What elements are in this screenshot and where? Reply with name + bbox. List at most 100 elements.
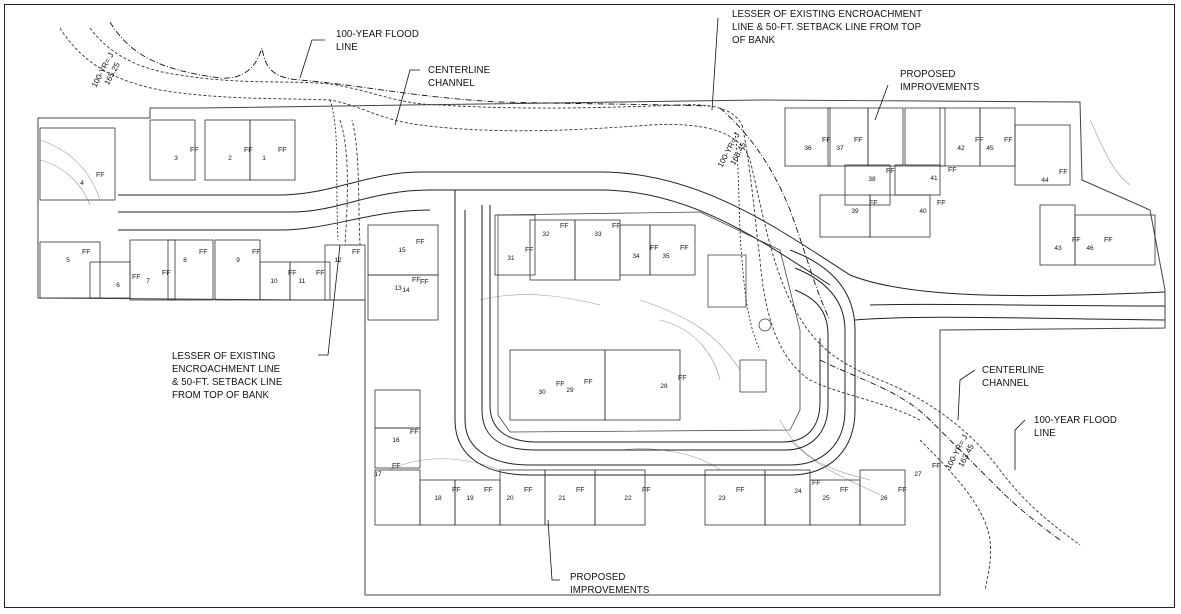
lot-number-24: 24 [794,488,802,495]
lot-number-11: 11 [299,278,306,285]
lot-ff-tag: FF [525,247,534,254]
lot-number-5: 5 [66,257,70,264]
lot-ff-tag: FF [352,249,361,256]
main-road [118,171,1166,321]
lot-number-21: 21 [558,495,566,502]
label-centerline-right: CENTERLINE CHANNEL [982,364,1045,389]
inner-block [497,211,801,433]
lot-number-42: 42 [957,145,965,152]
lot-ff-tag: FF [199,249,208,256]
lot-ff-tag: FF [612,223,621,230]
lot-ff-tag: FF [898,487,907,494]
lot-ff-tag: FF [412,277,421,284]
lot-number-20: 20 [506,495,514,502]
lot-number-25: 25 [822,495,830,502]
loop-road [454,190,856,476]
lot-ff-tag: FF [190,147,199,154]
lot-number-10: 10 [270,278,278,285]
lot-number-29: 29 [566,387,574,394]
lot-number-36: 36 [804,145,812,152]
lot-number-33: 33 [594,231,602,238]
lot-number-1: 1 [262,155,266,162]
lot-ff-tag: FF [1072,237,1081,244]
lot-number-17: 17 [374,471,382,478]
lot-ff-tag: FF [650,245,659,252]
flood-lines [109,21,1061,541]
lot-ff-tag: FF [642,487,651,494]
lot-number-16: 16 [392,437,400,444]
lot-ff-tag: FF [244,147,253,154]
lot-ff-tag: FF [560,223,569,230]
lot-ff-tag: FF [886,168,895,175]
lot-number-22: 22 [624,495,632,502]
lot-ff-tag: FF [162,270,171,277]
lot-ff-tag: FF [410,429,419,436]
lot-ff-tag: FF [1104,237,1113,244]
lot-number-15: 15 [398,247,406,254]
lot-number-34: 34 [632,253,640,260]
lot-ff-tag: FF [840,487,849,494]
property-boundary [37,99,1166,596]
lot-ff-tag: FF [416,239,425,246]
lot-ff-tag: FF [524,487,533,494]
lot-ff-tag: FF [932,463,941,470]
lot-ff-tag: FF [854,137,863,144]
flood-tag-left: 100-YR= J 165.25 [90,51,122,89]
lot-ff-tag: FF [96,172,105,179]
lot-number-37: 37 [836,145,844,152]
label-centerline-top: CENTERLINE CHANNEL [428,64,491,89]
lot-ff-tag: FF [869,200,878,207]
label-flood-line-right: 100-YEAR FLOOD LINE [1034,414,1117,439]
encroachment-line [329,99,761,351]
lot-ff-tag: FF [452,487,461,494]
lot-ff-tag: FF [132,274,141,281]
lot-ff-tag: FF [1059,169,1068,176]
lot-number-4: 4 [80,180,84,187]
channel [59,27,1081,591]
lot-number-18: 18 [434,495,442,502]
lot-number-13: 13 [394,285,402,292]
lot-number-14: 14 [402,287,410,294]
lot-number-45: 45 [986,145,994,152]
lot-number-3: 3 [174,155,178,162]
lot-ff-tag: FF [948,167,957,174]
lot-ff-tag: FF [288,270,297,277]
lot-number-39: 39 [851,208,859,215]
leader-lines [299,17,1026,581]
lot-number-7: 7 [146,278,150,285]
lot-number-44: 44 [1041,177,1049,184]
lot-pads [39,107,1156,526]
lot-ff-tag: FF [812,480,821,487]
lot-ff-tag: FF [937,200,946,207]
lot-number-43: 43 [1054,245,1062,252]
lot-ff-tag: FF [420,279,429,286]
flood-tag-mid: 100-YR= J 165.45 [716,131,748,169]
lot-number-26: 26 [880,495,888,502]
lot-ff-tag: FF [556,381,565,388]
lot-ff-tag: FF [822,137,831,144]
label-improvements-top: PROPOSED IMPROVEMENTS [900,68,980,93]
lot-numbers: 1FF2FF3FF4FF5FF6FF7FF8FF9FF10FF11FF12FF1… [66,137,1112,502]
lot-number-40: 40 [919,208,927,215]
lot-number-41: 41 [930,175,938,182]
drawing-border [4,4,1175,608]
lot-ff-tag: FF [678,375,687,382]
lot-ff-tag: FF [576,487,585,494]
lot-number-46: 46 [1086,245,1094,252]
lot-number-9: 9 [236,257,240,264]
lot-number-23: 23 [718,495,726,502]
lot-number-28: 28 [660,383,668,390]
lot-ff-tag: FF [316,270,325,277]
lot-ff-tag: FF [584,379,593,386]
label-flood-line-top: 100-YEAR FLOOD LINE [336,28,419,53]
lot-ff-tag: FF [1004,137,1013,144]
label-encroachment-top: LESSER OF EXISTING ENCROACHMENT LINE & 5… [732,8,923,46]
lot-number-12: 12 [334,257,342,264]
lot-number-27: 27 [914,471,922,478]
lot-ff-tag: FF [252,249,261,256]
lot-number-2: 2 [228,155,232,162]
lot-number-31: 31 [507,255,515,262]
label-encroachment-left: LESSER OF EXISTING ENCROACHMENT LINE & 5… [172,350,283,401]
lot-ff-tag: FF [736,487,745,494]
